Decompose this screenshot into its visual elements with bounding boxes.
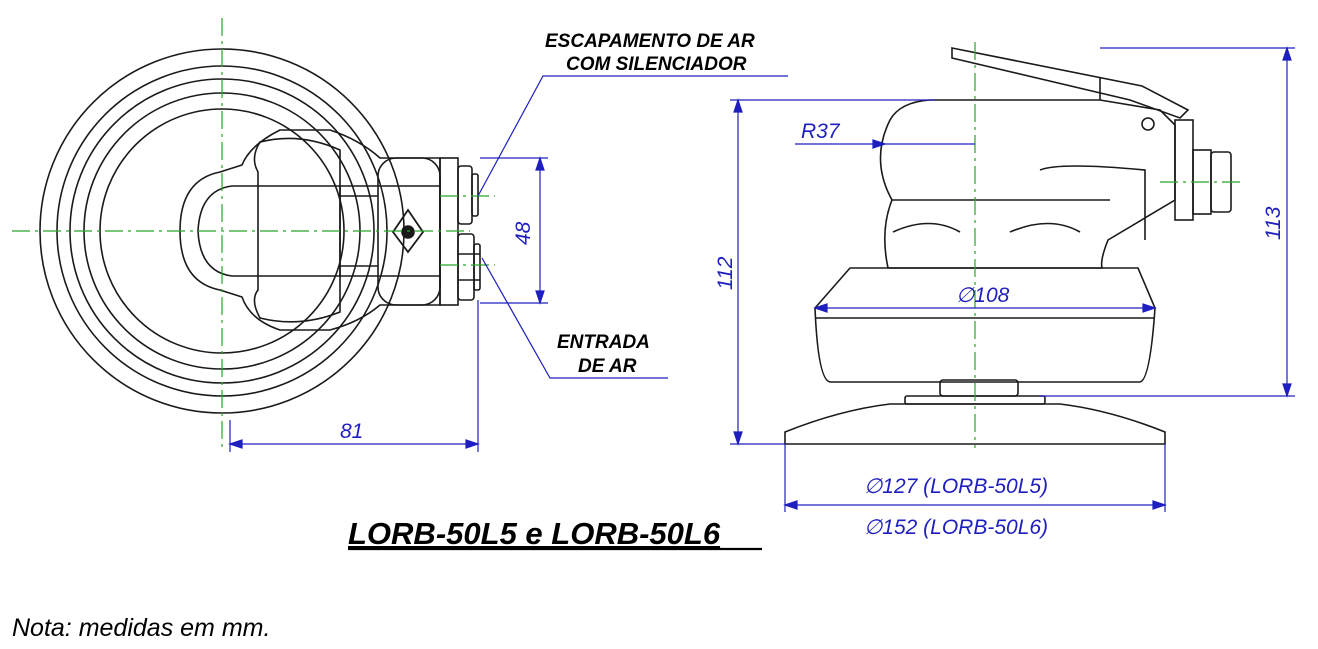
dim-height-body: 112 xyxy=(714,256,737,290)
inlet-fitting-cap xyxy=(473,243,481,291)
throttle-lever xyxy=(951,47,1190,119)
dim-diameter-pad-l5: ∅127 (LORB-50L5) xyxy=(864,475,1048,498)
dim-diameter-body: ∅108 xyxy=(956,284,1010,307)
logo-emblem xyxy=(391,208,425,254)
backing-pad xyxy=(784,403,1166,445)
lever-pivot xyxy=(1141,117,1155,131)
dim-height-total: 113 xyxy=(1262,206,1285,240)
motor-housing xyxy=(879,99,1176,269)
dim-diameter-pad-l6: ∅152 (LORB-50L6) xyxy=(864,516,1048,539)
lever-outline xyxy=(253,137,341,323)
housing-outline xyxy=(179,129,441,331)
inlet-fitting xyxy=(457,233,475,301)
lower-body xyxy=(814,267,1156,383)
top-view-dimensions xyxy=(228,75,788,452)
drawing-title: LORB-50L5 e LORB-50L6 xyxy=(348,516,721,551)
side-view-centerlines xyxy=(974,42,1240,448)
side-view-dimensions xyxy=(730,46,1295,512)
exhaust-fitting xyxy=(457,165,473,225)
side-view xyxy=(784,47,1232,445)
rear-fitting xyxy=(1174,119,1194,221)
dim-width-side: 81 xyxy=(340,420,363,443)
guard-outline xyxy=(197,185,341,277)
exhaust-label-line2: COM SILENCIADOR xyxy=(566,54,747,75)
inlet-label-line1: ENTRADA xyxy=(557,332,650,353)
exhaust-fitting-cap xyxy=(471,173,479,217)
dim-height-fitting: 48 xyxy=(512,221,535,245)
inlet-label-line2: DE AR xyxy=(578,356,637,377)
dim-radius: R37 xyxy=(801,120,841,143)
exhaust-label-line1: ESCAPAMENTO DE AR xyxy=(545,31,755,52)
footnote: Nota: medidas em mm. xyxy=(12,614,270,642)
